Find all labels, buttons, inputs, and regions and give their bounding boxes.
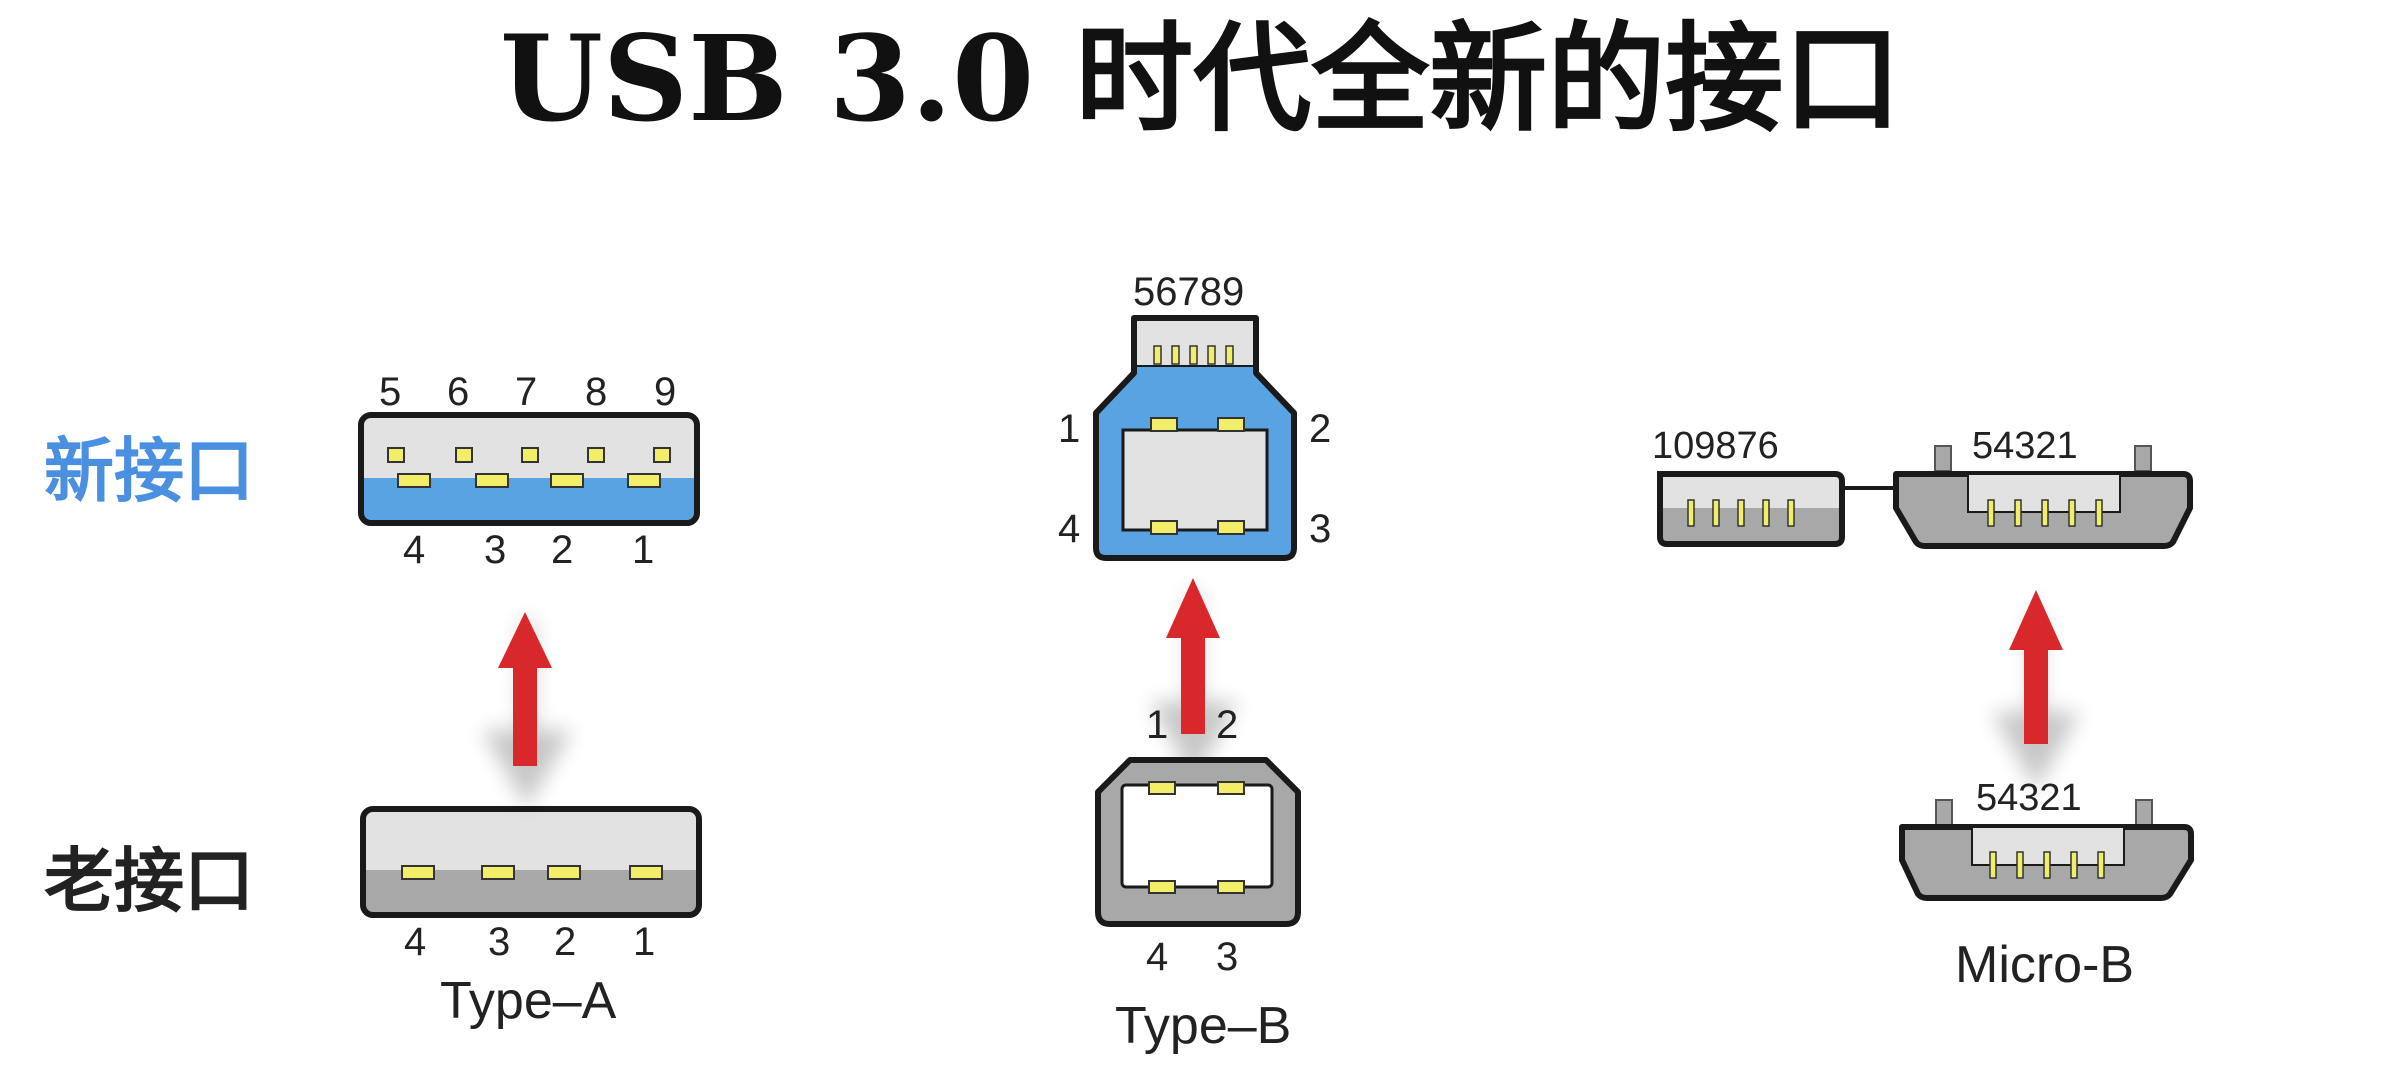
upgrade-arrow	[1150, 578, 1238, 780]
pin-contact	[521, 447, 539, 463]
upgrade-arrow	[482, 612, 572, 808]
pin-contact	[2097, 851, 2105, 879]
pin-contact	[2068, 499, 2076, 527]
type-b-new-pin-label: 2	[1309, 407, 1331, 451]
type-a-new-pin-label: 6	[447, 370, 469, 414]
type-a-new-connector	[358, 412, 700, 526]
type-b-old-connector	[1095, 757, 1301, 927]
pin-contact	[481, 865, 515, 880]
pin-contact	[1687, 499, 1695, 527]
type-a-new-pin-label: 8	[585, 370, 607, 414]
pin-contact	[1217, 880, 1245, 894]
micro-b-old-pin-label: 54321	[1976, 777, 2082, 819]
pin-contact	[455, 447, 473, 463]
type-b-old-pin-label: 1	[1146, 703, 1168, 747]
type-b-label: Type–B	[1115, 997, 1291, 1055]
type-a-old-pin-label: 2	[554, 920, 576, 964]
pin-contact	[1737, 499, 1745, 527]
type-b-old-pin-label: 4	[1146, 935, 1168, 979]
old-port-label: 老接口	[44, 839, 254, 922]
type-b-new-pin-label: 3	[1309, 507, 1331, 551]
pin-contact	[2016, 851, 2024, 879]
micro-b-new-connector	[1657, 445, 2193, 549]
type-a-old-pin-label: 4	[404, 920, 426, 964]
pin-contact	[1225, 345, 1234, 365]
pin-contact	[1153, 345, 1162, 365]
pin-contact	[2070, 851, 2078, 879]
type-b-new-pin-label: 4	[1058, 507, 1080, 551]
type-a-old-pin-label: 3	[488, 920, 510, 964]
type-b-old-pin-label: 3	[1216, 935, 1238, 979]
new-port-label: 新接口	[44, 429, 254, 512]
type-a-new-pin-label: 4	[403, 528, 425, 572]
type-a-old-pin-label: 1	[633, 920, 655, 964]
pin-contact	[1148, 880, 1176, 894]
pin-contact	[1217, 417, 1245, 432]
pin-contact	[2014, 499, 2022, 527]
pin-contact	[1150, 520, 1178, 535]
pin-contact	[401, 865, 435, 880]
pin-contact	[1989, 851, 1997, 879]
pin-contact	[1189, 345, 1198, 365]
type-a-old-connector	[360, 806, 702, 918]
page-title: USB 3.0 时代全新的接口	[500, 9, 1901, 148]
type-a-new-pin-label: 2	[551, 528, 573, 572]
pin-contact	[629, 865, 663, 880]
micro-b-label: Micro-B	[1955, 936, 2134, 994]
pin-contact	[1148, 781, 1176, 795]
pin-contact	[1762, 499, 1770, 527]
pin-contact	[2043, 851, 2051, 879]
upgrade-arrow	[1992, 590, 2080, 790]
pin-contact	[2095, 499, 2103, 527]
pin-contact	[1217, 520, 1245, 535]
pin-contact	[627, 473, 661, 488]
type-b-new-connector	[1093, 315, 1297, 561]
micro-b-old-connector	[1899, 799, 2194, 901]
pin-contact	[475, 473, 509, 488]
type-b-old-pin-label: 2	[1216, 703, 1238, 747]
pin-contact	[550, 473, 584, 488]
pin-contact	[1207, 345, 1216, 365]
type-b-new-pin-label: 1	[1058, 407, 1080, 451]
type-a-new-pin-label: 3	[484, 528, 506, 572]
type-a-label: Type–A	[440, 972, 617, 1030]
pin-contact	[1217, 781, 1245, 795]
pin-contact	[547, 865, 581, 880]
pin-contact	[653, 447, 671, 463]
pin-contact	[2041, 499, 2049, 527]
pin-contact	[387, 447, 405, 463]
pin-contact	[1150, 417, 1178, 432]
pin-contact	[397, 473, 431, 488]
micro-b-new-pin-label: 109876	[1652, 425, 1779, 467]
pin-contact	[1987, 499, 1995, 527]
pin-contact	[1787, 499, 1795, 527]
type-a-new-pin-label: 9	[654, 370, 676, 414]
pin-contact	[1171, 345, 1180, 365]
micro-b-new-pin-label: 54321	[1972, 425, 2078, 467]
type-b-new-pin-label: 56789	[1133, 270, 1244, 314]
pin-contact	[587, 447, 605, 463]
type-a-new-pin-label: 1	[632, 528, 654, 572]
type-a-new-pin-label: 5	[379, 370, 401, 414]
pin-contact	[1712, 499, 1720, 527]
type-a-new-pin-label: 7	[515, 370, 537, 414]
